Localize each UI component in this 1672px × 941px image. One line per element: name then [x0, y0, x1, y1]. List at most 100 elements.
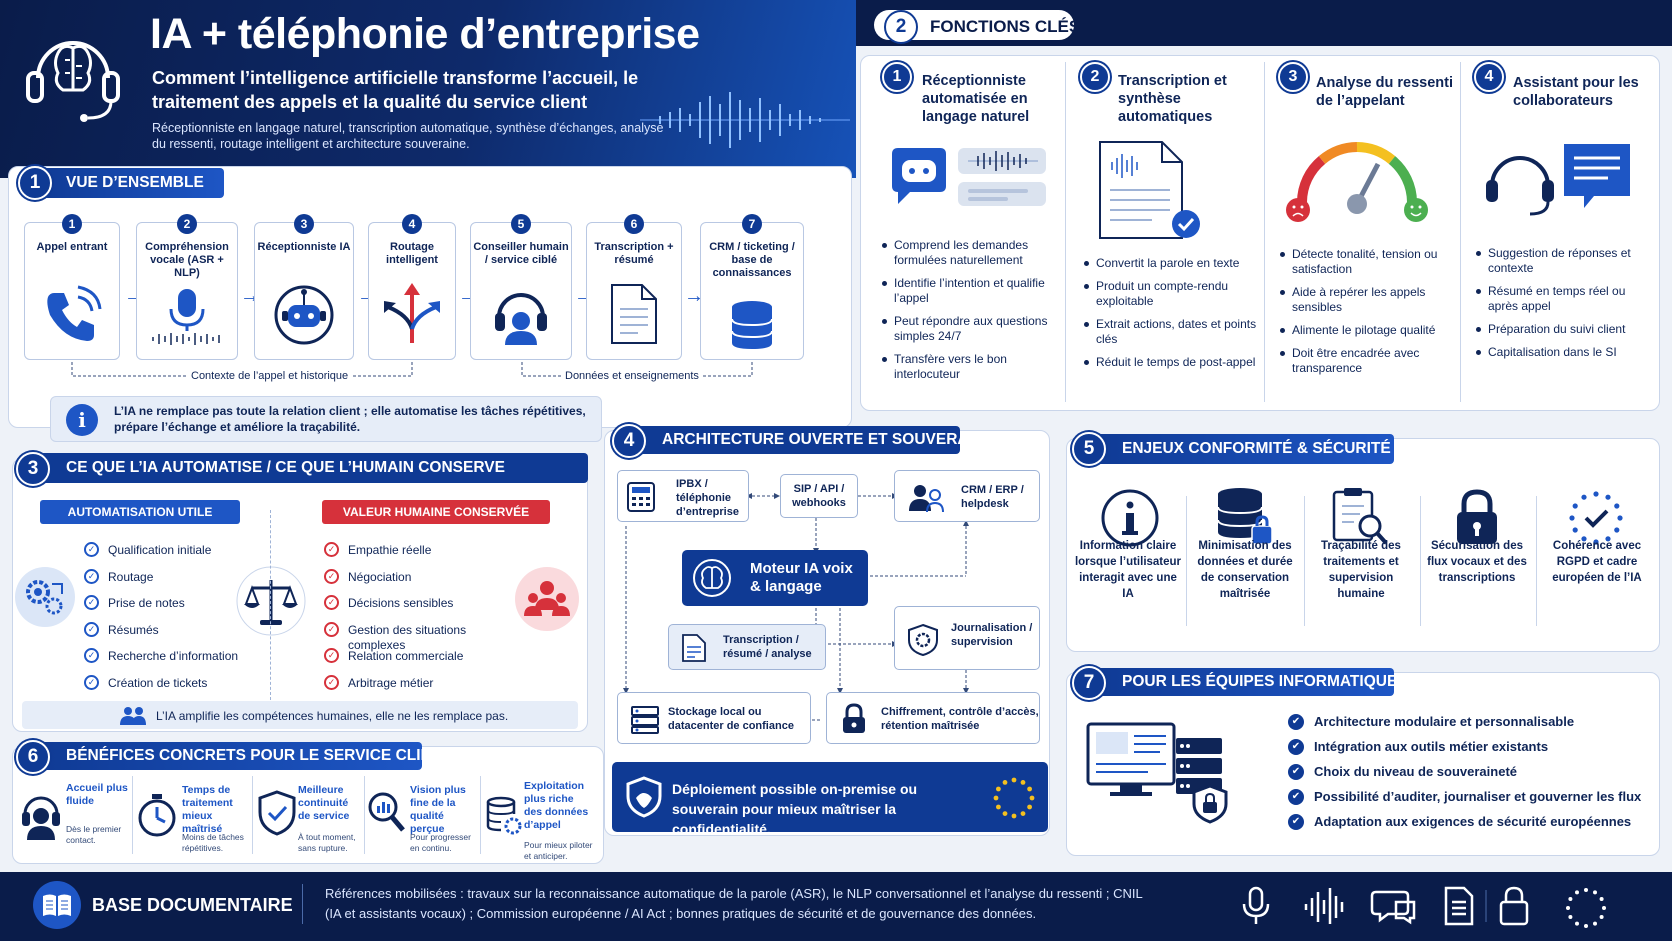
s2-divider-3 — [1460, 62, 1461, 402]
human-title: VALEUR HUMAINE CONSERVÉE — [322, 500, 550, 524]
divider — [1304, 496, 1305, 626]
step-transcription-resume: Transcription + résumé — [586, 222, 682, 360]
auto-title: AUTOMATISATION UTILE — [40, 500, 240, 524]
check-icon: ✓ — [84, 542, 99, 557]
item-label: Décisions sensibles — [348, 596, 454, 610]
divider — [1420, 496, 1421, 626]
compliance-item: Cohérence avec RGPD et cadre européen de… — [1552, 540, 1642, 584]
list-item: ✓ Prise de notes — [84, 595, 254, 623]
ai-brain-icon — [693, 559, 731, 597]
list-item: ✓Arbitrage métier — [324, 674, 524, 703]
benefit-sub: Pour progresser en continu. — [410, 832, 471, 853]
robot-icon — [274, 285, 334, 345]
step-routage-intelligent: Routage intelligent — [368, 222, 456, 360]
check-icon: ✓ — [84, 595, 99, 610]
crm-label: CRM / ERP / helpdesk — [961, 484, 1024, 510]
information-icon — [1101, 489, 1159, 547]
s3-footer-text: L’IA amplifie les compétences humaines, … — [156, 709, 509, 723]
divider — [1186, 496, 1187, 626]
list-item: ✓Création de tickets — [84, 674, 254, 703]
s2-title: FONCTIONS CLÉS — [930, 17, 1081, 36]
check-icon: ✓ — [84, 568, 99, 584]
header-banner: IA + téléphonie d’entreprise Comment l’i… — [0, 0, 856, 178]
book-icon — [33, 881, 81, 929]
s5-number: 5 — [1072, 432, 1106, 466]
step-number: 5 — [511, 214, 531, 234]
list-item: ✓ Décisions sensibles — [324, 595, 524, 623]
s2-col2-title: Transcription et synthèse automatiques — [1118, 73, 1227, 125]
item-label: Négociation — [348, 569, 412, 584]
s7-title: POUR LES ÉQUIPES INFORMATIQUES — [1090, 668, 1408, 696]
footer-divider — [302, 884, 303, 924]
s2-col1-number: 1 — [882, 62, 912, 92]
s2-col4-title: Assistant pour les collaborateurs — [1513, 75, 1639, 109]
shield-gear-icon — [908, 623, 938, 657]
item-label: Résumés — [108, 622, 159, 637]
step-number: 3 — [294, 214, 314, 234]
sip-box: SIP / API / webhooks — [780, 474, 858, 518]
journal-box: Journalisation / supervision — [894, 606, 1040, 670]
footer-title: BASE DOCUMENTAIRE — [92, 895, 293, 915]
s2-col1-title: Réceptionniste automatisée en langage na… — [922, 73, 1030, 125]
s2-col2-number: 2 — [1080, 62, 1110, 92]
s6-number: 6 — [16, 740, 50, 774]
crypto-box: Chiffrement, contrôle d’accès, rétention… — [826, 692, 1040, 744]
arrow-right-icon: → — [684, 285, 704, 307]
item-label: Prise de notes — [108, 596, 185, 610]
check-icon: ✓ — [324, 595, 339, 610]
item-label: Relation commerciale — [348, 649, 464, 663]
ipbx-box: IPBX / téléphonie d’entreprise — [617, 470, 749, 522]
step-number: 6 — [624, 214, 644, 234]
page-title: IA + téléphonie d’entreprise — [150, 10, 700, 58]
context-label: Contexte de l’appel et historique — [188, 370, 352, 382]
divider — [1536, 496, 1537, 626]
footer-references: Références mobilisées : travaux sur la r… — [325, 886, 1143, 921]
step-number: 2 — [177, 214, 197, 234]
s4-number: 4 — [612, 424, 646, 458]
footer-band — [0, 872, 1672, 941]
info-box — [50, 396, 602, 442]
chatbot-icon — [892, 148, 1046, 206]
sovereign-banner: Déploiement possible on-premise ou souve… — [612, 762, 1048, 837]
s2-col3-bullets: Détecte tonalité, tension ou satisfactio… — [1278, 247, 1458, 384]
s5-card — [1066, 438, 1660, 652]
s3-divider — [270, 510, 271, 700]
s1-title: VUE D’ENSEMBLE — [34, 168, 224, 198]
item-label: Routage — [108, 569, 154, 584]
routing-arrows-icon — [384, 283, 440, 343]
info-icon: i — [66, 404, 98, 436]
s6-title: BÉNÉFICES CONCRETS POUR LE SERVICE CLIEN… — [34, 742, 452, 770]
step-label: Routage intelligent — [386, 241, 438, 266]
benefit-sub: Dès le premier contact. — [66, 824, 122, 845]
microphone-icon — [152, 289, 220, 345]
s2-col4-number: 4 — [1474, 62, 1504, 92]
step-label: Conseiller humain / service ciblé — [473, 241, 569, 266]
list-item: ✓Empathie réelle — [324, 542, 524, 570]
s7-number: 7 — [1072, 666, 1106, 700]
human-checklist: ✓Empathie réelle ✓ Négociation ✓ Décisions… — [324, 542, 524, 703]
benefit-title: Meilleure continuité de service — [298, 784, 350, 822]
check-icon: ✓ — [324, 568, 339, 584]
s3-footer-bar — [22, 701, 578, 729]
s2-card — [860, 55, 1660, 411]
step-receptionniste-ia: Réceptionniste IA — [254, 222, 354, 360]
people-icon — [120, 707, 146, 725]
step-label: CRM / ticketing / base de connaissances — [709, 241, 795, 279]
page-subtitle: Comment l’intelligence artificielle tran… — [152, 68, 639, 112]
flow-brackets — [71, 362, 753, 377]
step-comprehension-vocale: Compréhension vocale (ASR + NLP) — [136, 222, 238, 360]
info-text: L’IA ne remplace pas toute la relation c… — [114, 404, 586, 434]
s2-col2-bullets: Convertit la parole en texte Produit un … — [1082, 256, 1257, 378]
check-icon: ✓ — [84, 621, 99, 637]
step-label: Compréhension vocale (ASR + NLP) — [145, 241, 229, 279]
s2-col4-bullets: Suggestion de réponses et contexte Résum… — [1474, 246, 1654, 368]
data-label: Données et enseignements — [562, 370, 702, 382]
list-item: Adaptation aux exigences de sécurité eur… — [1288, 814, 1648, 839]
list-item: ✓ Résumés — [84, 621, 254, 650]
bullet: Capitalisation dans le SI — [1474, 345, 1654, 360]
chat-icon — [1370, 890, 1416, 925]
item-label: Empathie réelle — [348, 543, 432, 557]
transcription-label: Transcription / résumé / analyse — [723, 634, 812, 660]
scales-icon — [236, 566, 306, 636]
transcription-box: Transcription / résumé / analyse — [668, 624, 826, 670]
